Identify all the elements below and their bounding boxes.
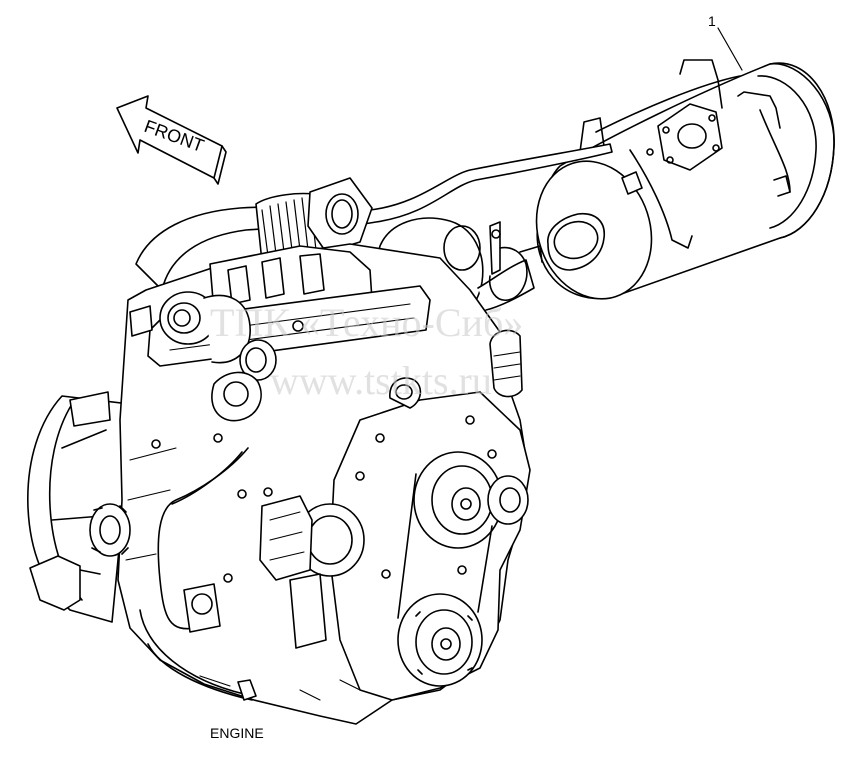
drive-belt <box>397 473 493 619</box>
alternator <box>259 495 365 581</box>
watermark-line-2: www.tstkts.ru <box>270 358 492 403</box>
engine-block <box>27 243 531 725</box>
muffler <box>535 59 835 300</box>
crankshaft-pulley <box>397 593 483 687</box>
turbocharger <box>159 291 277 381</box>
callout-number: 1 <box>708 13 716 29</box>
part-callout-1: 1 <box>708 13 743 71</box>
tensioner-pulley <box>487 475 529 525</box>
watermark-line-1: ТПК «Техно-Сиб» <box>210 300 523 345</box>
front-arrow: FRONT <box>116 95 227 185</box>
watermark: ТПК «Техно-Сиб» www.tstkts.ru <box>210 300 523 403</box>
diagram-caption: ENGINE <box>210 725 264 741</box>
